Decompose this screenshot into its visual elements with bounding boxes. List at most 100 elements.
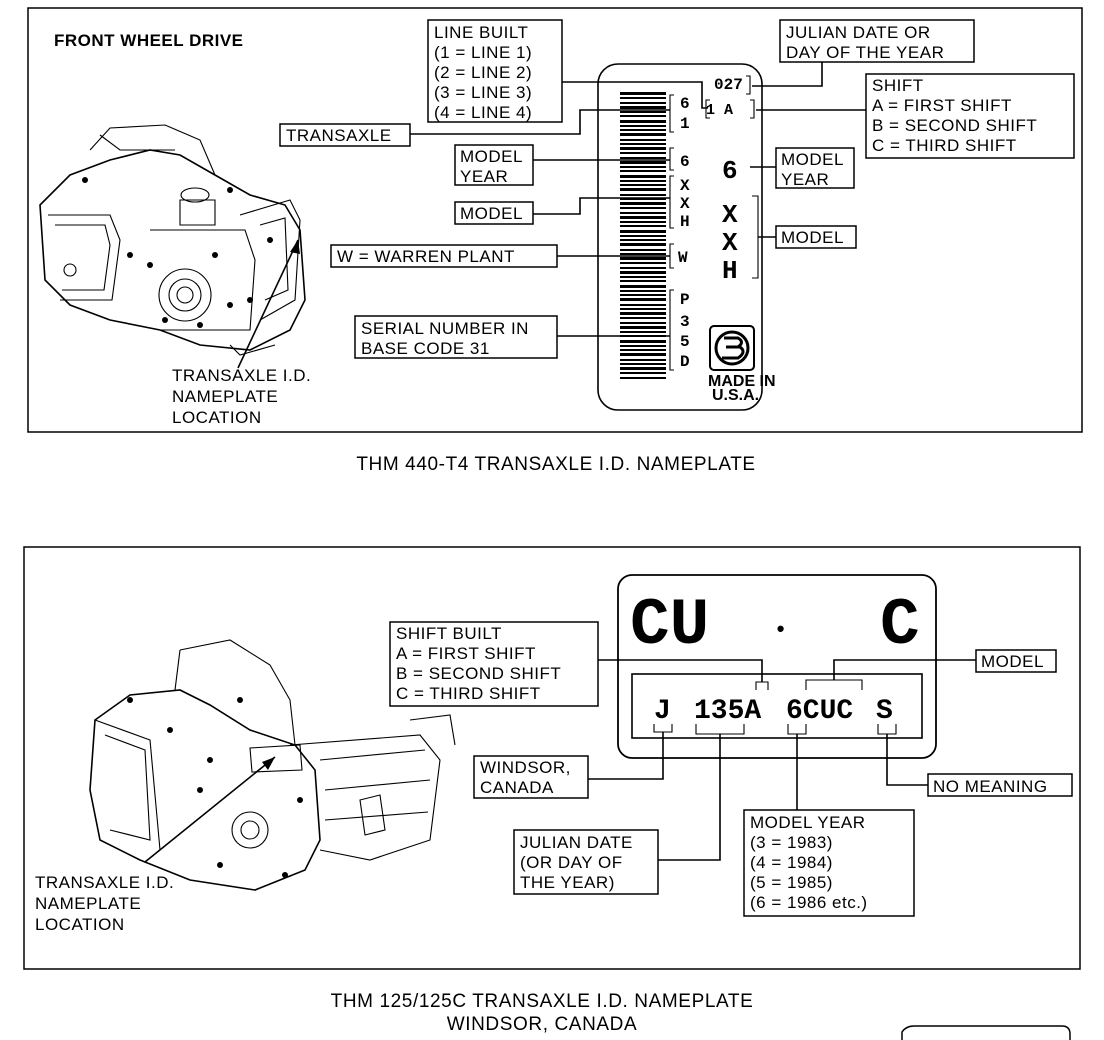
barcode-stripe [620, 120, 666, 123]
panel2-caption-line2: WINDSOR, CANADA [447, 1014, 638, 1035]
barcode-stripe [620, 92, 666, 95]
windsor-label: WINDSOR, CANADA [480, 758, 576, 797]
location-arrowhead-440 [290, 240, 300, 254]
nameplate-125: CU • C J 135A 6CUC S [617, 574, 937, 759]
julian-box-125 [513, 829, 659, 895]
barcode-stripe [620, 298, 666, 301]
page-corner-fragment [901, 1025, 1071, 1040]
barcode-stripe [620, 198, 666, 200]
panel1-frame [27, 7, 1083, 433]
barcode-stripe [620, 125, 666, 127]
model-leader-125 [833, 659, 976, 680]
model-year-label-left: MODEL YEAR [460, 147, 528, 186]
barcode-stripe [620, 257, 666, 260]
barcode-stripe [620, 129, 666, 131]
plate-big-dot: • [774, 618, 787, 643]
line-built-leader [562, 81, 708, 109]
barcode-stripe [620, 194, 666, 196]
barcode-stripe [620, 363, 666, 365]
barcode-stripe [620, 221, 666, 223]
barcode-stripe [620, 331, 666, 333]
barcode-stripe [620, 175, 666, 178]
julian-leader-125 [658, 734, 721, 861]
shift-built-box [389, 621, 599, 707]
plate-right-year: 6 [722, 156, 738, 186]
barcode-stripe [620, 111, 666, 113]
barcode-stripe [620, 322, 666, 324]
barcode-stripe [620, 230, 666, 233]
barcode-stripe [620, 367, 666, 370]
barcode-stripe [620, 249, 666, 251]
barcode-stripe [620, 290, 666, 292]
plate-code-julian: 135A [694, 696, 761, 727]
barcode-stripe [620, 271, 666, 274]
barcode-stripe [620, 239, 666, 241]
barcode-stripe [620, 202, 666, 205]
model-year-box-125 [743, 809, 915, 917]
no-meaning-label: NO MEANING [933, 777, 1048, 796]
nameplate-440: 6 1 6 X X H W P 3 5 D 027 1 A 6 X X H [597, 63, 776, 411]
windsor-box [473, 755, 589, 799]
plate-line-shift-code: 1 A [706, 102, 733, 119]
barcode-stripe [620, 166, 666, 168]
barcode-stripe [620, 340, 666, 343]
barcode-stripe [620, 97, 666, 99]
shift-built-leader [598, 659, 763, 682]
barcode-stripe [620, 308, 666, 310]
barcode-stripe [620, 253, 666, 255]
transaxle-location-label-440: TRANSAXLE I.D. NAMEPLATE LOCATION [172, 366, 317, 427]
plate-left-chars: 6 1 6 X X H W P 3 5 D [678, 95, 699, 371]
barcode-stripe [620, 276, 666, 278]
model-year-box-left [454, 144, 534, 186]
barcode-440 [620, 92, 666, 379]
barcode-stripe [620, 139, 666, 141]
model-box-125 [975, 649, 1057, 673]
barcode-stripe [620, 312, 666, 315]
barcode-stripe [620, 359, 666, 361]
plate-big-left: CU [630, 588, 709, 663]
barcode-stripe [620, 243, 666, 246]
transaxle-box [279, 123, 411, 147]
barcode-stripe [620, 294, 666, 296]
barcode-stripe [620, 304, 666, 306]
line-built-box [427, 19, 563, 123]
julian-label-440: JULIAN DATE OR DAY OF THE YEAR [786, 23, 944, 62]
plate-julian-code: 027 [714, 76, 743, 94]
model-box-left [454, 201, 534, 225]
plate-right-model: X X H [722, 200, 753, 286]
location-arrow-125 [144, 756, 276, 863]
barcode-stripe [620, 349, 666, 351]
transaxle-leader [410, 109, 670, 135]
warren-label: W = WARREN PLANT [337, 247, 515, 266]
model-year-box-right [775, 147, 855, 189]
plate-code-model: 6CUC [786, 696, 853, 727]
model-year-label-125: MODEL YEAR (3 = 1983) (4 = 1984) (5 = 19… [750, 813, 871, 912]
barcode-stripe [620, 345, 666, 347]
barcode-stripe [620, 152, 666, 154]
barcode-stripe [620, 377, 666, 379]
barcode-stripe [620, 207, 666, 209]
panel-thm-125: TRANSAXLE I.D. NAMEPLATE LOCATION CU • C… [23, 546, 1081, 1035]
julian-box-440 [779, 19, 975, 63]
gm-logo-icon [709, 325, 755, 371]
serial-label: SERIAL NUMBER IN BASE CODE 31 [361, 319, 534, 358]
barcode-stripe [620, 102, 666, 104]
barcode-stripe [620, 170, 666, 172]
panel-thm-440-t4: FRONT WHEEL DRIVE [27, 7, 1083, 475]
model-label-left: MODEL [460, 204, 523, 223]
barcode-stripe [620, 317, 666, 319]
transaxle-location-label-125: TRANSAXLE I.D. NAMEPLATE LOCATION [35, 873, 180, 934]
panel2-caption-line1: THM 125/125C TRANSAXLE I.D. NAMEPLATE [331, 991, 754, 1012]
panel2-frame [23, 546, 1081, 970]
julian-label-125: JULIAN DATE (OR DAY OF THE YEAR) [520, 833, 638, 892]
transaxle-illustration-125 [89, 639, 456, 891]
model-label-right: MODEL [781, 228, 844, 247]
barcode-stripe [620, 262, 666, 264]
no-meaning-leader [886, 734, 928, 786]
barcode-stripe [620, 133, 666, 136]
barcode-stripe [620, 353, 666, 356]
barcode-stripe [620, 225, 666, 227]
barcode-stripe [620, 280, 666, 282]
location-arrow-440 [237, 239, 299, 369]
